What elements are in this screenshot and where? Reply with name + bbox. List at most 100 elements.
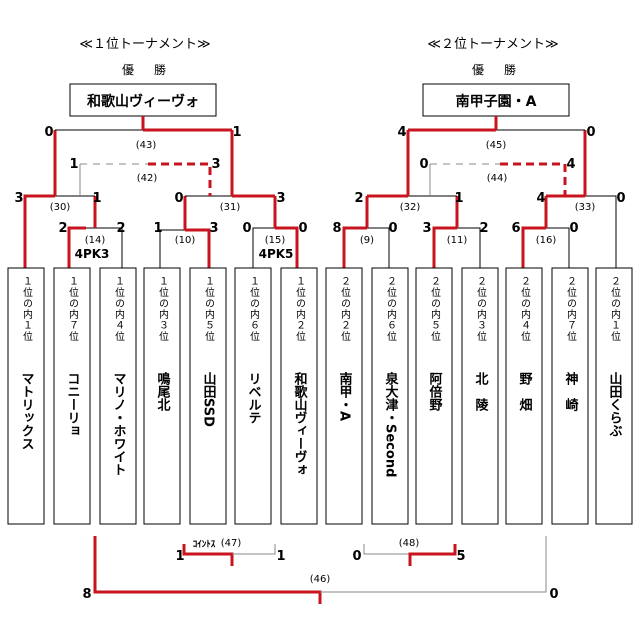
score-m44-b: 4 xyxy=(566,157,575,172)
score-m15-a: 0 xyxy=(242,221,251,236)
score-m48-a: 0 xyxy=(352,549,361,564)
left-champion-label: 優 勝 xyxy=(122,62,170,77)
match-number-m43: (43) xyxy=(136,140,157,151)
match-number-m9: (9) xyxy=(360,235,374,246)
match-number-m16: (16) xyxy=(536,235,557,246)
score-m46-a: 8 xyxy=(82,587,91,602)
score-m32-b: 1 xyxy=(454,191,463,206)
line-m9-left xyxy=(342,226,367,268)
match-number-m30: (30) xyxy=(50,202,71,213)
team-name-4: 鳴尾北 xyxy=(155,371,171,412)
team-box-8 xyxy=(325,267,363,525)
team-name-12: 野 畑 xyxy=(517,372,533,412)
line-m14-left xyxy=(67,226,86,268)
line-m47-right xyxy=(232,544,276,555)
team-seed-14: ２位の内１位 xyxy=(609,276,621,342)
right-champion-box xyxy=(422,83,570,117)
team-box-10 xyxy=(415,267,453,525)
line-m46-left xyxy=(93,536,322,604)
score-m47-b: 1 xyxy=(276,549,285,564)
coin-toss-label: ｺｲﾝﾄｽ xyxy=(193,539,216,550)
team-box-11 xyxy=(461,267,499,525)
team-seed-12: ２位の内４位 xyxy=(519,276,531,342)
score-m33-a: 4 xyxy=(536,191,545,206)
team-name-5: 山田SSD xyxy=(201,371,217,427)
match-number-m48: (48) xyxy=(399,538,420,549)
match-number-m14: (14) xyxy=(85,235,106,246)
team-name-13: 神 崎 xyxy=(563,371,579,412)
team-seed-9: ２位の内６位 xyxy=(385,276,397,342)
team-boxes: １位の内１位マトリックス１位の内７位コニーリョ１位の内４位マリノ・ホワイト１位の… xyxy=(7,267,633,525)
match-number-m33: (33) xyxy=(575,202,596,213)
line-m30-left xyxy=(23,194,55,268)
right-tournament-header: ≪２位トーナメント≫ xyxy=(427,37,558,52)
score-m43-b: 1 xyxy=(232,125,241,140)
team-seed-6: １位の内６位 xyxy=(248,276,260,342)
team-box-14 xyxy=(595,267,633,525)
team-name-11: 北 陵 xyxy=(473,372,489,412)
pk-result-m15: 4PK5 xyxy=(259,247,294,261)
line-m10-right xyxy=(185,228,211,268)
match-number-m45: (45) xyxy=(486,140,507,151)
team-seed-5: １位の内５位 xyxy=(203,276,215,342)
score-m16-b: 0 xyxy=(569,221,578,236)
team-name-8: 南甲・A xyxy=(337,371,353,421)
team-seed-11: ２位の内３位 xyxy=(475,276,487,342)
score-m45-b: 0 xyxy=(586,125,595,140)
match-number-m42: (42) xyxy=(137,173,158,184)
score-m48-b: 5 xyxy=(456,549,465,564)
team-box-2 xyxy=(53,267,91,525)
line-m44-reddash xyxy=(500,162,567,196)
team-seed-7: １位の内２位 xyxy=(294,276,306,342)
line-m48-left xyxy=(363,544,410,555)
left-champion-name: 和歌山ヴィーヴォ xyxy=(87,93,199,110)
right-champion-label: 優 勝 xyxy=(472,62,520,77)
line-m15-left xyxy=(252,227,275,268)
score-m42-b: 3 xyxy=(211,157,220,172)
match-number-m32: (32) xyxy=(400,202,421,213)
score-m14-a: 2 xyxy=(58,221,67,236)
line-m46-right xyxy=(320,536,547,593)
line-m15-right xyxy=(275,226,299,268)
team-box-5 xyxy=(189,267,227,525)
team-box-4 xyxy=(143,267,181,525)
team-seed-4: １位の内３位 xyxy=(157,276,169,342)
score-m11-a: 3 xyxy=(422,221,431,236)
team-box-7 xyxy=(280,267,318,525)
team-name-1: マトリックス xyxy=(19,372,35,450)
team-box-9 xyxy=(371,267,409,525)
score-m10-b: 3 xyxy=(209,221,218,236)
team-box-1 xyxy=(7,267,45,525)
match-number-m44: (44) xyxy=(487,173,508,184)
match-number-m31: (31) xyxy=(220,202,241,213)
score-m11-b: 2 xyxy=(479,221,488,236)
team-name-10: 阿倍野 xyxy=(427,372,443,412)
team-name-2: コニーリョ xyxy=(65,372,80,437)
left-tournament-header: ≪１位トーナメント≫ xyxy=(79,37,210,52)
line-m9-right xyxy=(367,227,390,268)
match-number-m15: (15) xyxy=(265,235,286,246)
score-m42-a: 1 xyxy=(69,157,78,172)
match-number-m46: (46) xyxy=(310,574,331,585)
team-seed-2: １位の内７位 xyxy=(67,276,79,342)
line-m16-left xyxy=(521,226,546,268)
score-m30-a: 3 xyxy=(14,191,23,206)
match-number-m11: (11) xyxy=(447,235,468,246)
team-name-9: 泉大津・Second xyxy=(383,371,399,477)
team-seed-1: １位の内１位 xyxy=(21,276,33,342)
line-m33-right xyxy=(585,195,617,268)
score-m44-a: 0 xyxy=(419,157,428,172)
line-m42-reddash xyxy=(148,162,212,196)
score-m15-b: 0 xyxy=(298,221,307,236)
score-m43-a: 0 xyxy=(44,125,53,140)
line-m11-left xyxy=(432,226,457,268)
team-seed-13: ２位の内７位 xyxy=(565,276,577,342)
score-m31-b: 3 xyxy=(276,191,285,206)
line-m14-right xyxy=(86,227,123,268)
line-m11-right xyxy=(457,227,481,268)
score-m32-a: 2 xyxy=(354,191,363,206)
score-m16-a: 6 xyxy=(511,221,520,236)
team-seed-3: １位の内４位 xyxy=(113,276,125,342)
team-name-14: 山田くらぶ xyxy=(607,371,624,437)
score-m30-b: 1 xyxy=(92,191,101,206)
